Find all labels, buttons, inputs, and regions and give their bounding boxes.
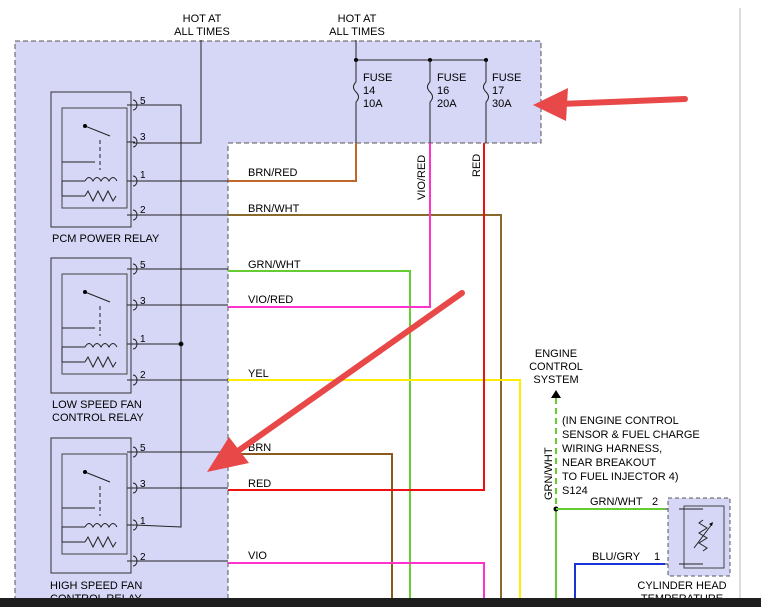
hot-feed-2-line2: ALL TIMES bbox=[329, 26, 385, 38]
wire-brn bbox=[228, 453, 393, 607]
hot-feed-1-line2: ALL TIMES bbox=[174, 26, 230, 38]
high-speed-fan-relay-label-1: HIGH SPEED FAN bbox=[50, 580, 142, 592]
fuse-17: FUSE 17 30A bbox=[483, 60, 521, 143]
label-yel: YEL bbox=[248, 368, 269, 380]
label-grn-wht: GRN/WHT bbox=[248, 259, 301, 271]
pcm-power-relay-label: PCM POWER RELAY bbox=[52, 233, 160, 245]
wire-brn-red bbox=[228, 143, 357, 182]
ecs-line3: SYSTEM bbox=[533, 374, 578, 386]
pin-3: 3 bbox=[140, 479, 146, 490]
internal-wiring bbox=[134, 104, 228, 562]
pin-2: 2 bbox=[140, 370, 146, 381]
label-vert-red: RED bbox=[471, 154, 483, 177]
annotation-arrow-fuses bbox=[533, 88, 688, 121]
low-speed-fan-relay: LOW SPEED FAN CONTROL RELAY bbox=[50, 257, 144, 424]
cylinder-head-temp-sensor: CYLINDER HEAD TEMPERATURE bbox=[637, 497, 731, 605]
sensor-pin-1: 1 bbox=[654, 551, 660, 563]
hot-feed-2-line1: HOT AT bbox=[338, 13, 377, 25]
pin-5: 5 bbox=[140, 96, 146, 107]
hot-feed-1-line1: HOT AT bbox=[183, 13, 222, 25]
fuse-14-rating: 10A bbox=[363, 98, 383, 110]
pin-1: 1 bbox=[140, 516, 146, 527]
label-brn-wht: BRN/WHT bbox=[248, 203, 300, 215]
label-red: RED bbox=[248, 478, 271, 490]
harness-line3: WIRING HARNESS, bbox=[562, 443, 662, 455]
pin-5: 5 bbox=[140, 443, 146, 454]
pin-1: 1 bbox=[140, 170, 146, 181]
pin-5: 5 bbox=[140, 260, 146, 271]
fuse-14-label: FUSE bbox=[363, 72, 392, 84]
annotation-arrow-relay bbox=[207, 290, 465, 472]
label-vert-vio-red: VIO/RED bbox=[416, 155, 428, 200]
low-speed-fan-relay-label-2: CONTROL RELAY bbox=[52, 412, 144, 424]
pcm-power-relay: PCM POWER RELAY bbox=[50, 91, 160, 245]
pin-1: 1 bbox=[140, 334, 146, 345]
wire-yel bbox=[228, 379, 521, 607]
fuse-14: FUSE 14 10A bbox=[353, 60, 392, 143]
pin-3: 3 bbox=[140, 132, 146, 143]
fuse-17-rating: 30A bbox=[492, 98, 512, 110]
label-vio-red: VIO/RED bbox=[248, 294, 293, 306]
pin-2: 2 bbox=[140, 205, 146, 216]
sensor-label-1: CYLINDER HEAD bbox=[637, 580, 726, 592]
ecs-arrow-icon bbox=[551, 390, 561, 398]
fuse-17-label: FUSE bbox=[492, 72, 521, 84]
bottom-bar bbox=[0, 598, 761, 607]
harness-line2: SENSOR & FUEL CHARGE bbox=[562, 429, 700, 441]
wire-vio-red bbox=[228, 143, 431, 308]
wire-grn-wht bbox=[228, 270, 411, 607]
harness-splice: S124 bbox=[562, 485, 588, 497]
label-vert-grn-wht: GRN/WHT bbox=[543, 447, 555, 500]
fuse-16: FUSE 16 20A bbox=[427, 60, 466, 143]
ecs-line2: CONTROL bbox=[529, 361, 583, 373]
engine-control-system: ENGINE CONTROL SYSTEM GRN/WHT (IN ENGINE… bbox=[529, 348, 700, 607]
pin-2: 2 bbox=[140, 552, 146, 563]
low-speed-fan-relay-label-1: LOW SPEED FAN bbox=[52, 399, 142, 411]
harness-line1: (IN ENGINE CONTROL bbox=[562, 415, 679, 427]
ecs-line1: ENGINE bbox=[535, 348, 577, 360]
colored-wires bbox=[228, 143, 521, 607]
wire-vio bbox=[228, 562, 485, 607]
pin-3: 3 bbox=[140, 296, 146, 307]
harness-line5: TO FUEL INJECTOR 4) bbox=[562, 471, 679, 483]
label-vio: VIO bbox=[248, 550, 267, 562]
label-sensor-grn-wht: GRN/WHT bbox=[590, 496, 643, 508]
label-brn: BRN bbox=[248, 442, 271, 454]
wire-labels: BRN/RED BRN/WHT GRN/WHT VIO/RED YEL BRN … bbox=[248, 154, 483, 562]
wire-red bbox=[228, 143, 485, 491]
relay-pin-numbers: 5 3 1 2 5 3 1 2 5 3 1 2 bbox=[140, 96, 146, 563]
harness-line4: NEAR BREAKOUT bbox=[562, 457, 656, 469]
label-brn-red: BRN/RED bbox=[248, 167, 298, 179]
fuse-16-rating: 20A bbox=[437, 98, 457, 110]
wire-brn-wht bbox=[228, 214, 502, 607]
fuse-16-number: 16 bbox=[437, 85, 449, 97]
fuse-16-label: FUSE bbox=[437, 72, 466, 84]
hot-feed-1: HOT AT ALL TIMES bbox=[133, 13, 230, 144]
fuse-17-number: 17 bbox=[492, 85, 504, 97]
relay-module-box bbox=[14, 40, 542, 608]
fuse-14-number: 14 bbox=[363, 85, 375, 97]
label-sensor-blu-gry: BLU/GRY bbox=[592, 551, 641, 563]
sensor-pin-2: 2 bbox=[652, 496, 658, 508]
